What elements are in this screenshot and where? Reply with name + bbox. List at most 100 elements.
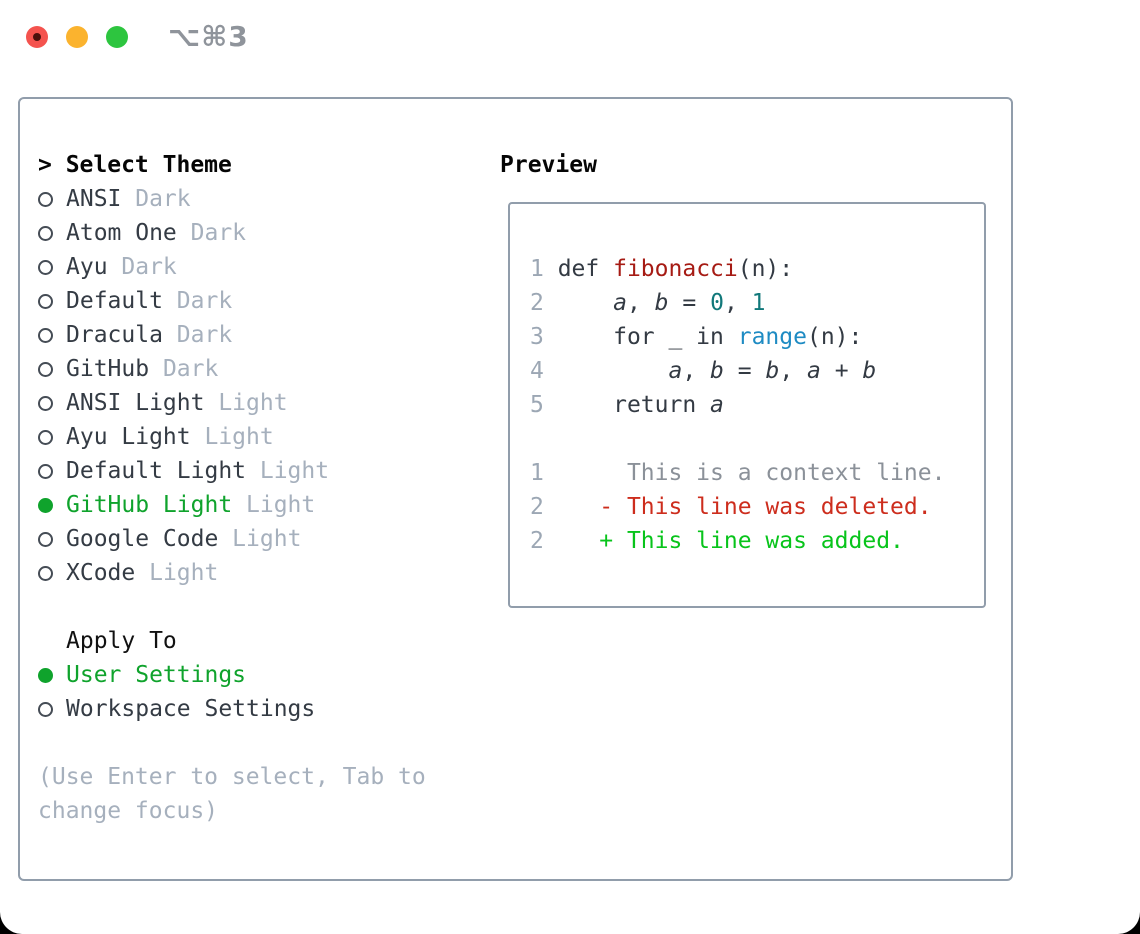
line-number: 3 [530,324,544,350]
code-token [544,290,613,316]
code-line: 5 return a [530,388,984,422]
window-controls [26,26,128,48]
code-token: def [543,256,614,282]
theme-name: Default [66,288,163,314]
theme-name: Ayu Light [66,424,191,450]
apply-to-option[interactable]: User Settings [38,658,426,692]
theme-variant: Dark [176,220,247,246]
apply-to-name: User Settings [66,662,247,688]
close-dot-icon [33,33,41,41]
apply-to-name: Workspace Settings [66,696,316,722]
apply-to-header: Apply To [66,628,177,654]
theme-option[interactable]: Default Light Light [38,454,426,488]
theme-name: GitHub Light [66,492,233,518]
apply-to-option[interactable]: Workspace Settings [38,692,426,726]
theme-option[interactable]: Dracula Dark [38,318,426,352]
radio-icon [38,429,53,445]
line-number: 4 [530,358,544,384]
theme-option[interactable]: Google Code Light [38,522,426,556]
code-token: + [820,358,863,384]
maximize-button[interactable] [106,26,128,48]
diff-text: This is a context line. [543,460,946,486]
theme-option[interactable]: GitHub Light Light [38,488,426,522]
theme-option[interactable]: Ayu Light Light [38,420,426,454]
diff-line-deleted: 2 - This line was deleted. [530,490,984,524]
code-token: 0 [710,290,724,316]
window-title: ⌥⌘3 [168,20,249,53]
theme-variant: Dark [149,356,219,382]
theme-name: XCode [66,560,136,586]
theme-variant: Light [232,492,316,518]
theme-option[interactable]: ANSI Light Light [38,386,426,420]
diff-line-added: 2 + This line was added. [530,524,984,558]
code-token: b [862,358,877,384]
code-token: (n): [737,256,794,282]
code-token: a [613,290,627,316]
theme-name: ANSI Light [66,390,205,416]
code-token [544,358,669,384]
code-token: , [723,290,752,316]
radio-icon [38,327,53,343]
spacer [530,422,984,456]
code-token: b [710,358,724,384]
theme-option[interactable]: Default Dark [38,284,426,318]
theme-variant: Dark [162,322,233,348]
code-token: fibonacci [613,256,738,282]
spacer [38,726,426,760]
radio-selected-icon [38,497,53,513]
radio-icon [38,531,53,547]
radio-selected-icon [38,667,53,683]
code-token: = [668,290,711,316]
theme-name: Default Light [66,458,247,484]
code-token: for _ in [543,324,738,350]
preview-diff: 1 This is a context line.2 - This line w… [530,456,984,558]
theme-option[interactable]: Ayu Dark [38,250,426,284]
code-line: 3 for _ in range(n): [530,320,984,354]
theme-variant: Dark [162,288,233,314]
theme-name: GitHub [66,356,150,382]
theme-option[interactable]: XCode Light [38,556,426,590]
code-token: , [626,290,655,316]
code-token: 1 [751,290,766,316]
radio-icon [38,259,53,275]
code-token: a [807,358,821,384]
theme-variant: Dark [107,254,177,280]
theme-name: Google Code [66,526,219,552]
radio-icon [38,701,53,717]
code-token: a [710,392,724,418]
theme-name: Dracula [66,322,163,348]
theme-option[interactable]: ANSI Dark [38,182,426,216]
line-number: 1 [530,460,544,486]
code-token: = [723,358,766,384]
theme-option[interactable]: GitHub Dark [38,352,426,386]
close-button[interactable] [26,26,48,48]
code-token: return [543,392,711,418]
radio-icon [38,293,53,309]
diff-text: + This line was added. [543,528,904,554]
help-text-line-2: change focus) [38,798,219,824]
theme-variant: Dark [121,186,191,212]
preview-header: Preview [500,152,597,178]
line-number: 2 [530,494,544,520]
code-token: a [668,358,683,384]
line-number: 1 [530,256,544,282]
radio-icon [38,463,53,479]
theme-option[interactable]: Atom One Dark [38,216,426,250]
minimize-button[interactable] [66,26,88,48]
preview-code: 1 def fibonacci(n): 2 a, b = 0, 1 3 for _ … [530,252,984,422]
theme-variant: Light [246,458,330,484]
theme-variant: Light [204,390,288,416]
line-number: 2 [530,290,544,316]
help-text-line-1: (Use Enter to select, Tab to [38,764,426,790]
theme-variant: Light [190,424,274,450]
radio-icon [38,361,53,377]
diff-line-context: 1 This is a context line. [530,456,984,490]
preview-box: 1 def fibonacci(n): 2 a, b = 0, 1 3 for _ … [508,202,986,608]
theme-name: ANSI [66,186,122,212]
line-number: 2 [530,528,544,554]
